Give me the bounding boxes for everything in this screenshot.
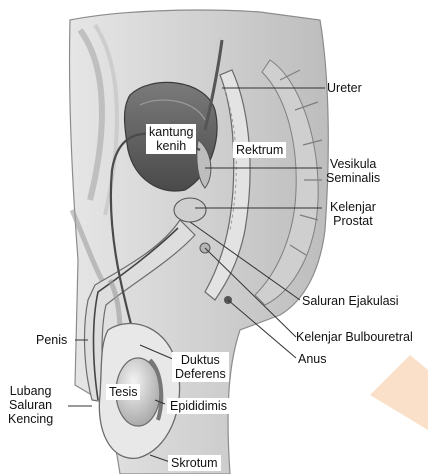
watermark-shape (370, 355, 428, 430)
label-kantung-kenih: kantung kenih (146, 124, 196, 154)
label-tesis: Tesis (106, 384, 140, 400)
label-kelenjar-bulbouretral: Kelenjar Bulbouretral (296, 330, 413, 344)
prostate (174, 198, 206, 222)
label-lubang-saluran-kencing: Lubang Saluran Kencing (8, 384, 53, 426)
label-ureter: Ureter (327, 81, 362, 95)
label-skrotum: Skrotum (168, 455, 221, 471)
label-epididimis: Epididimis (167, 398, 230, 414)
label-duktus-deferens: Duktus Deferens (172, 352, 229, 382)
label-anus: Anus (298, 352, 327, 366)
label-kelenjar-prostat: Kelenjar Prostat (330, 200, 376, 228)
label-saluran-ejakulasi: Saluran Ejakulasi (302, 294, 399, 308)
label-penis: Penis (36, 333, 67, 347)
label-rektrum: Rektrum (233, 142, 286, 158)
label-vesikula-seminalis: Vesikula Seminalis (326, 157, 380, 185)
